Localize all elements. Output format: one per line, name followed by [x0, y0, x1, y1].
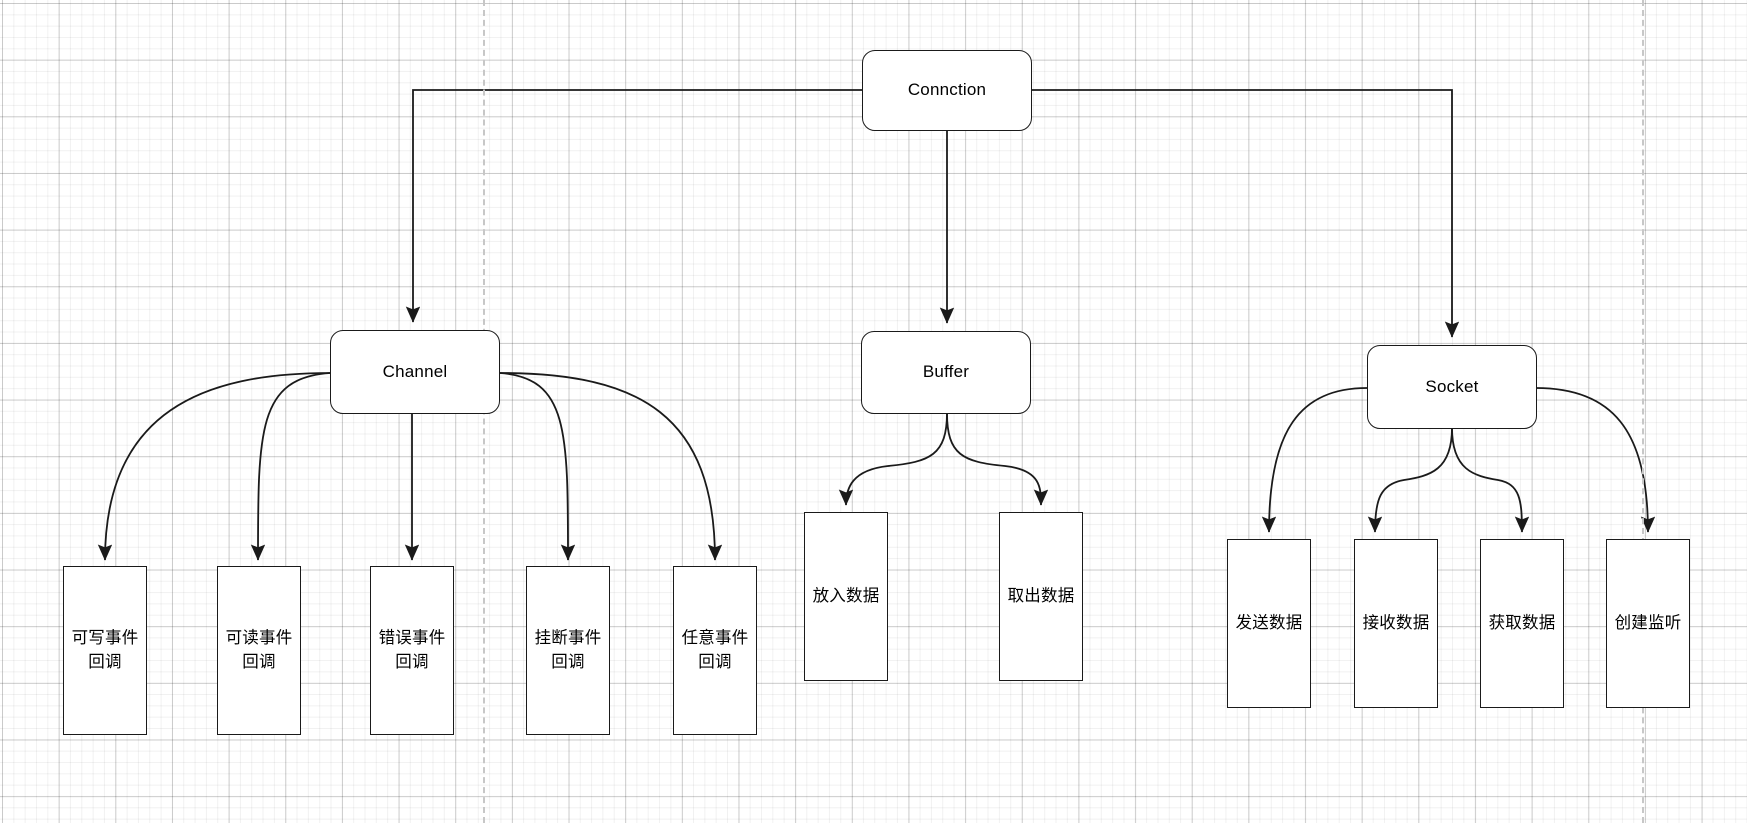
node-connction[interactable]: Connction — [862, 50, 1032, 131]
node-socket-child-2[interactable]: 获取数据 — [1480, 539, 1564, 708]
node-buffer[interactable]: Buffer — [861, 331, 1031, 414]
edge-group-buffer — [838, 412, 1049, 506]
node-channel-child-2[interactable]: 错误事件 回调 — [370, 566, 454, 735]
node-channel-child-3-label: 挂断事件 回调 — [534, 629, 602, 671]
node-socket-child-0-label: 发送数据 — [1235, 613, 1303, 632]
node-channel-label: Channel — [382, 361, 448, 381]
edge-socket-to-child-2 — [1451, 427, 1530, 533]
edge-channel-to-child-1 — [250, 372, 331, 561]
node-channel-child-0-label: 可写事件 回调 — [71, 629, 139, 671]
edge-buffer-to-child-0 — [838, 412, 948, 506]
node-buffer-child-0-label: 放入数据 — [812, 586, 880, 605]
edge-socket-to-child-3 — [1535, 387, 1656, 533]
node-socket-label: Socket — [1425, 376, 1479, 396]
node-channel-child-1[interactable]: 可读事件 回调 — [217, 566, 301, 735]
node-socket-child-3-label: 创建监听 — [1614, 613, 1682, 632]
edge-root-to-channel — [405, 89, 862, 323]
node-socket-child-2-label: 获取数据 — [1488, 613, 1556, 632]
edge-channel-to-child-4 — [499, 372, 723, 561]
node-buffer-label: Buffer — [922, 362, 970, 382]
node-channel[interactable]: Channel — [330, 330, 500, 414]
node-channel-child-4[interactable]: 任意事件 回调 — [673, 566, 757, 735]
node-socket-child-3[interactable]: 创建监听 — [1606, 539, 1690, 708]
node-channel-child-2-label: 错误事件 回调 — [378, 629, 446, 671]
node-channel-child-4-label: 任意事件 回调 — [681, 629, 749, 671]
edge-socket-to-child-1 — [1367, 427, 1453, 533]
node-channel-child-1-label: 可读事件 回调 — [225, 629, 293, 671]
edge-buffer-to-child-1 — [946, 412, 1049, 506]
edge-root-to-socket — [1031, 89, 1460, 338]
node-buffer-child-1[interactable]: 取出数据 — [999, 512, 1083, 681]
node-channel-child-0[interactable]: 可写事件 回调 — [63, 566, 147, 735]
node-buffer-child-1-label: 取出数据 — [1007, 586, 1075, 605]
node-socket[interactable]: Socket — [1367, 345, 1537, 429]
edge-channel-to-child-0 — [97, 372, 331, 561]
node-connction-label: Connction — [907, 80, 987, 100]
node-socket-child-1-label: 接收数据 — [1362, 613, 1430, 632]
node-buffer-child-0[interactable]: 放入数据 — [804, 512, 888, 681]
node-channel-child-3[interactable]: 挂断事件 回调 — [526, 566, 610, 735]
node-socket-child-0[interactable]: 发送数据 — [1227, 539, 1311, 708]
edge-channel-to-child-3 — [499, 372, 576, 561]
node-socket-child-1[interactable]: 接收数据 — [1354, 539, 1438, 708]
edge-socket-to-child-0 — [1261, 387, 1368, 533]
